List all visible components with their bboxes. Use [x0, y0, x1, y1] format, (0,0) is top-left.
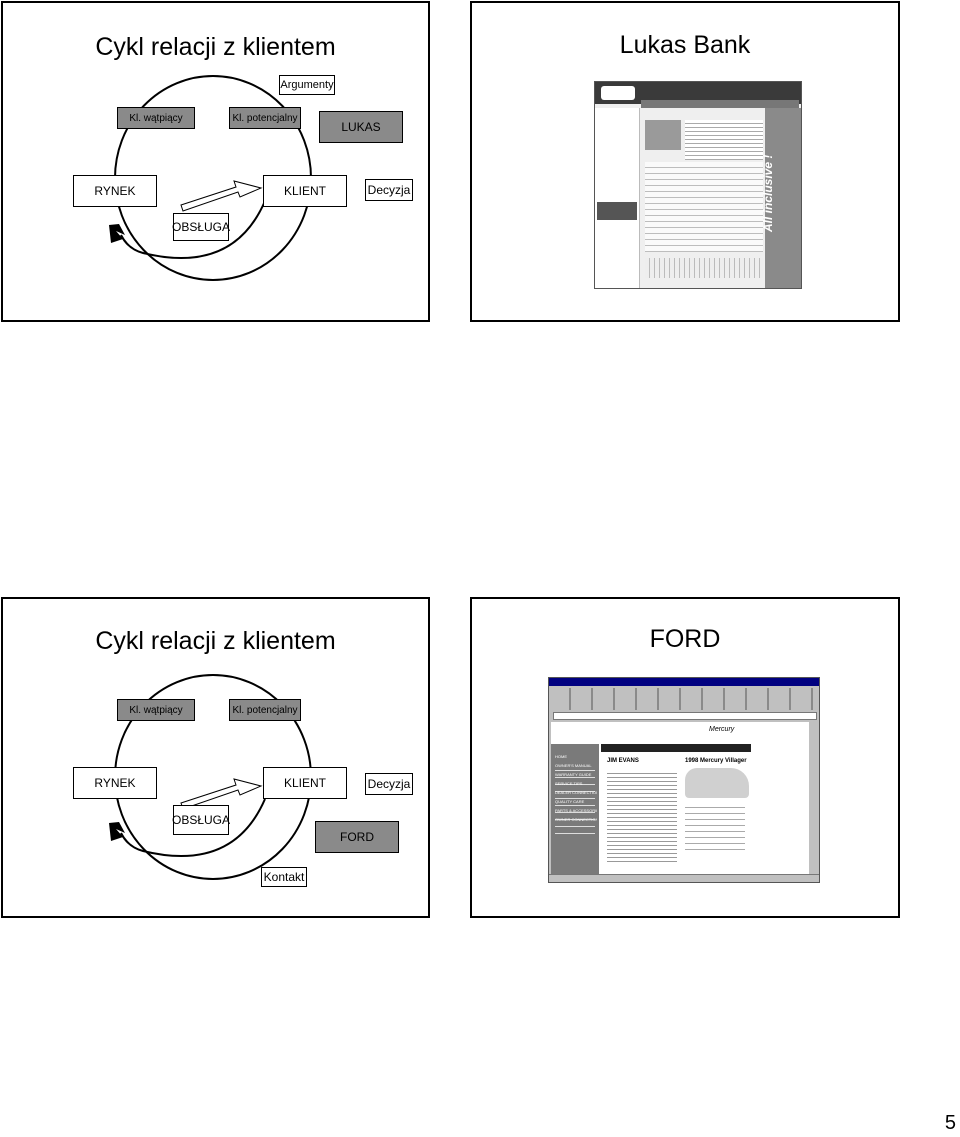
argumenty-box: Argumenty	[279, 75, 335, 95]
loop-arrow-left	[120, 798, 266, 858]
browser-title-bar	[549, 678, 819, 686]
watpiacy-box: Kl. wątpiący	[117, 699, 195, 721]
car-image	[685, 768, 749, 798]
slide-title: Cykl relacji z klientem	[95, 33, 336, 61]
site-top-nav	[601, 744, 751, 752]
site-heading: JIM EVANS	[607, 758, 639, 764]
decyzja-box: Decyzja	[365, 179, 413, 201]
arrow-to-rynek	[109, 822, 125, 841]
obsluga-box: OBSŁUGA	[172, 805, 230, 835]
site-logo	[601, 86, 635, 100]
site-nav-item[interactable]: HOME	[555, 754, 567, 759]
promo-banner	[765, 108, 801, 288]
arrow-to-rynek	[109, 224, 125, 243]
potencjalny-box: Kl. potencjalny	[229, 107, 301, 129]
kontakt-box: Kontakt	[261, 867, 307, 887]
klient-box: KLIENT	[263, 175, 347, 207]
browser-address-bar	[553, 712, 817, 720]
site-content	[685, 120, 763, 160]
site-body-text	[607, 770, 677, 862]
browser-status-bar	[549, 874, 819, 882]
arrow-to-klient	[180, 180, 263, 212]
site-photo	[645, 120, 681, 150]
slide-bottom-right: FORD Mercury JIM EVANS 1998 Mercury Vill…	[470, 597, 900, 918]
site-sidebar	[595, 108, 640, 288]
cycle-diagram	[109, 674, 312, 880]
site-brand-logo: Mercury	[709, 726, 735, 733]
site-nav-item[interactable]: QUALITY CARE	[555, 799, 585, 804]
decyzja-box: Decyzja	[365, 773, 413, 795]
slide-title: FORD	[649, 625, 721, 653]
site-menu-bar	[641, 100, 799, 108]
watpiacy-box: Kl. wątpiący	[117, 107, 195, 129]
site-list	[645, 162, 763, 252]
browser-toolbar	[549, 688, 819, 710]
potencjalny-box: Kl. potencjalny	[229, 699, 301, 721]
site-nav-item[interactable]: DEALER CONNECTION	[555, 790, 597, 795]
cycle-diagram	[109, 75, 312, 281]
obsluga-box: OBSŁUGA	[172, 213, 230, 241]
site-feature-list	[685, 802, 745, 850]
klient-box: KLIENT	[263, 767, 347, 799]
promo-banner-text: All inclusive !	[761, 154, 775, 232]
slide-title: Lukas Bank	[619, 31, 751, 59]
lukas-box: LUKAS	[319, 111, 403, 143]
loop-arrow-left	[120, 200, 266, 260]
site-footer	[645, 258, 763, 278]
site-nav-item[interactable]: SERVICE TIPS	[555, 781, 583, 786]
site-nav-item[interactable]: OWNER CONNECTION	[555, 817, 597, 822]
slide-title: Cykl relacji z klientem	[95, 627, 336, 655]
ford-website-screenshot: Mercury JIM EVANS 1998 Mercury Villager …	[548, 677, 820, 883]
site-nav-list	[555, 764, 595, 840]
lukas-website-screenshot: All inclusive !	[594, 81, 802, 289]
page-number: 5	[944, 1112, 956, 1134]
slide-top-right: Lukas Bank All inclusive !	[470, 1, 900, 322]
site-nav-item[interactable]: OWNER'S MANUAL	[555, 763, 592, 768]
rynek-box: RYNEK	[73, 767, 157, 799]
rynek-box: RYNEK	[73, 175, 157, 207]
ford-box: FORD	[315, 821, 399, 853]
site-header-bar	[595, 82, 801, 104]
site-nav-item[interactable]: WARRANTY GUIDE	[555, 772, 592, 777]
slide-bottom-left: Cykl relacji z klientem Kl. wątpiący Kl.…	[1, 597, 430, 918]
site-nav-item[interactable]: PARTS & ACCESSORIES	[555, 808, 597, 813]
site-sidebar-menu	[597, 202, 637, 220]
site-model: 1998 Mercury Villager	[685, 758, 747, 764]
slide-top-left: Cykl relacji z klientem Argumenty Kl. wą…	[1, 1, 430, 322]
